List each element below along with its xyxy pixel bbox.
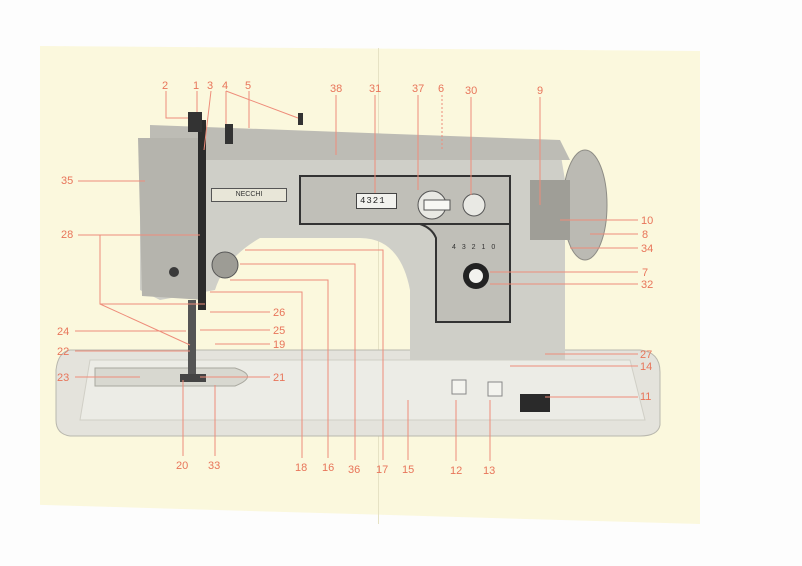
part-label-5: 5 xyxy=(245,80,252,92)
part-label-7: 7 xyxy=(642,267,649,279)
brand-nameplate: NECCHI xyxy=(211,188,287,202)
part-label-23: 23 xyxy=(57,372,70,384)
part-label-14: 14 xyxy=(640,361,653,373)
part-label-11: 11 xyxy=(640,391,652,403)
part-label-20: 20 xyxy=(176,460,189,472)
part-label-22: 22 xyxy=(57,346,70,358)
part-label-26: 26 xyxy=(273,307,286,319)
part-label-32: 32 xyxy=(641,279,654,291)
part-label-34: 34 xyxy=(641,243,654,255)
part-label-30: 30 xyxy=(465,85,478,97)
part-label-31: 31 xyxy=(369,83,382,95)
stitch-counter-display: 4321 xyxy=(356,193,397,209)
part-label-9: 9 xyxy=(537,85,544,97)
part-label-16: 16 xyxy=(322,462,335,474)
part-label-3: 3 xyxy=(207,80,214,92)
part-label-19: 19 xyxy=(273,339,286,351)
part-label-12: 12 xyxy=(450,465,463,477)
part-label-35: 35 xyxy=(61,175,74,187)
part-label-15: 15 xyxy=(402,464,415,476)
part-label-10: 10 xyxy=(641,215,654,227)
part-label-13: 13 xyxy=(483,465,496,477)
part-label-2: 2 xyxy=(162,80,169,92)
part-label-4: 4 xyxy=(222,80,229,92)
part-label-33: 33 xyxy=(208,460,221,472)
part-label-37: 37 xyxy=(412,83,425,95)
part-label-28: 28 xyxy=(61,229,74,241)
part-label-8: 8 xyxy=(642,229,649,241)
part-label-1: 1 xyxy=(193,80,200,92)
part-label-18: 18 xyxy=(295,462,308,474)
part-label-36: 36 xyxy=(348,464,361,476)
part-label-6: 6 xyxy=(438,83,445,95)
part-label-27: 27 xyxy=(640,349,653,361)
part-label-38: 38 xyxy=(330,83,343,95)
part-label-25: 25 xyxy=(273,325,286,337)
part-label-21: 21 xyxy=(273,372,286,384)
page-fold xyxy=(378,48,379,524)
part-label-17: 17 xyxy=(376,464,389,476)
stitch-length-dial-scale: 4 3 2 1 0 xyxy=(452,244,498,251)
part-label-24: 24 xyxy=(57,326,70,338)
